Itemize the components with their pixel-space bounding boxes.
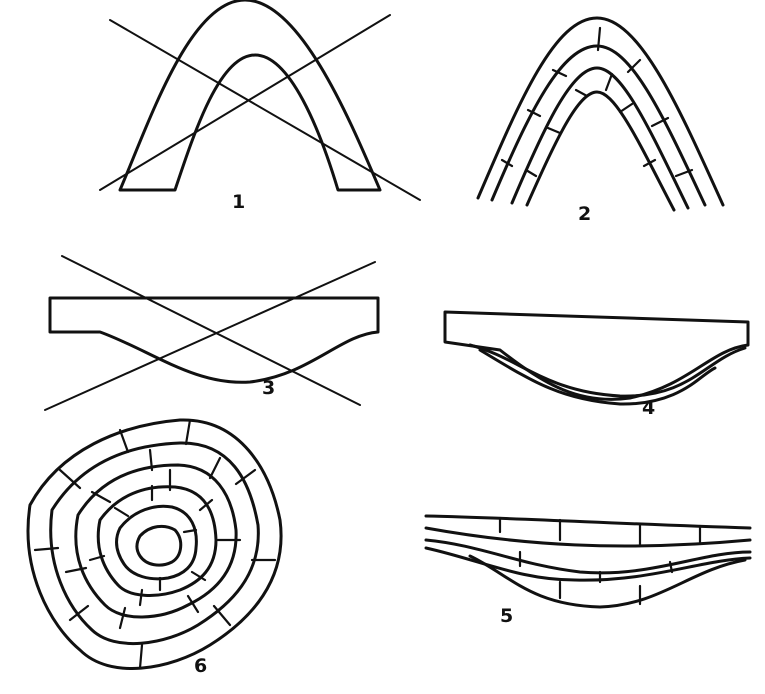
panel-1-cross-line-b (100, 15, 390, 190)
panel-5: 5 (426, 516, 750, 627)
panel-6: 6 (28, 420, 281, 677)
panel-4-trough-layer-a (470, 345, 745, 396)
panel-4-trough-layer-b (480, 350, 715, 404)
panel-4: 4 (445, 312, 748, 419)
panel-1: 1 (100, 0, 420, 213)
panel-6-ring-5 (117, 506, 197, 579)
panel-1-label: 1 (232, 191, 245, 213)
panel-1-cross-line-a (110, 20, 420, 200)
panel-1-anticline-bricks (120, 0, 380, 190)
panel-2-label: 2 (578, 203, 591, 225)
panel-6-core (137, 526, 181, 565)
panel-3-label: 3 (262, 377, 275, 399)
panel-5-layer-top (426, 516, 750, 528)
panel-6-ring-2 (51, 443, 259, 644)
panel-2-layer-inner (527, 92, 674, 210)
panel-4-label: 4 (642, 397, 655, 419)
panel-5-layer-2 (426, 528, 750, 546)
panel-6-outer-ring (28, 420, 281, 669)
panel-3-syncline-bricks (50, 298, 378, 382)
panel-2-joints (502, 28, 692, 176)
panel-5-label: 5 (500, 605, 513, 627)
panel-3: 3 (45, 256, 378, 410)
panel-2: 2 (478, 18, 723, 225)
panel-6-label: 6 (194, 655, 207, 677)
panel-2-layer-middle (492, 46, 705, 205)
